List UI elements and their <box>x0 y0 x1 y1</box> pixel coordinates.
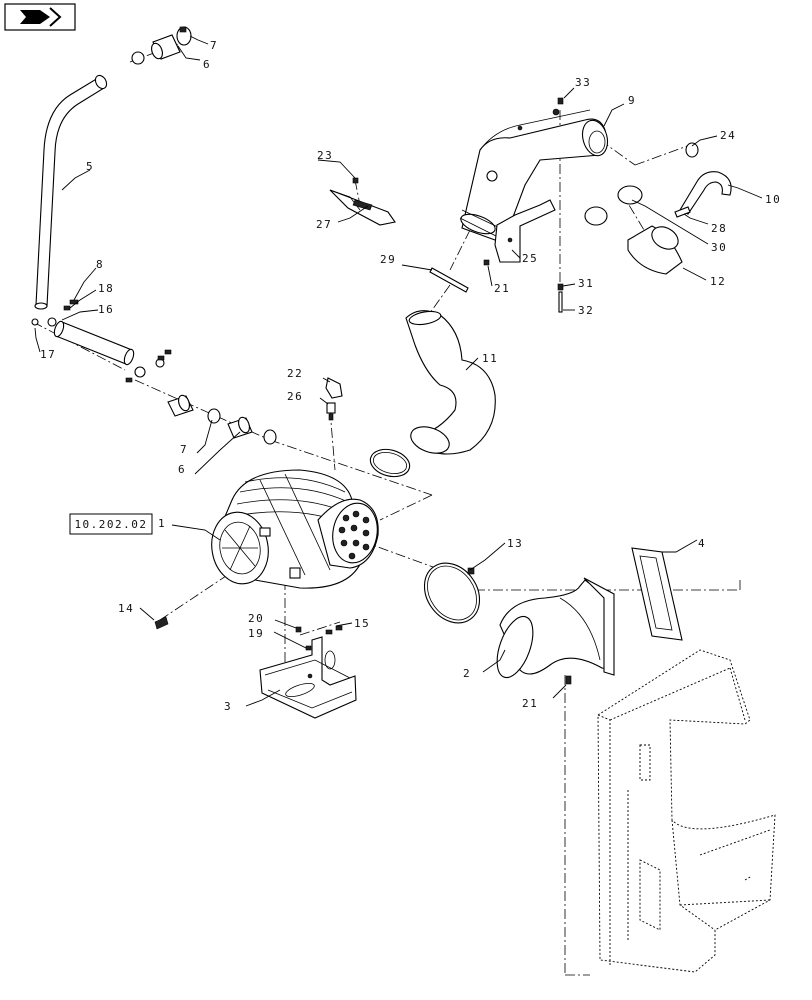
screw-21-lower[interactable] <box>565 675 572 685</box>
callout-9: 9 <box>628 94 636 107</box>
fasteners-15-19-20[interactable] <box>295 625 343 651</box>
hose-5[interactable] <box>34 73 109 310</box>
callout-24: 24 <box>720 129 736 142</box>
clamp-24[interactable] <box>685 142 699 158</box>
callout-2: 2 <box>463 667 471 680</box>
callout-14: 14 <box>118 602 134 615</box>
callout-16: 16 <box>98 303 114 316</box>
callout-11: 11 <box>482 352 498 365</box>
duct-9[interactable] <box>458 108 611 241</box>
callout-3: 3 <box>224 700 232 713</box>
callout-18: 18 <box>98 282 114 295</box>
reference-link-text: 10.202.02 <box>74 518 147 531</box>
callout-22: 22 <box>287 367 303 380</box>
tube-assembly[interactable] <box>31 299 172 383</box>
clamp-30[interactable] <box>584 185 643 226</box>
callout-6-top: 6 <box>203 58 211 71</box>
centerlines <box>32 43 741 976</box>
callout-28: 28 <box>711 222 727 235</box>
callout-19: 19 <box>248 627 264 640</box>
leader-lines <box>34 35 763 707</box>
hose-12[interactable] <box>627 222 683 275</box>
callout-6-lower: 6 <box>178 463 186 476</box>
callout-15: 15 <box>354 617 370 630</box>
sleeve-6-lower[interactable] <box>227 416 253 439</box>
bracket-3[interactable] <box>259 636 357 719</box>
pin-29[interactable] <box>429 267 469 293</box>
clamp-lower[interactable] <box>207 408 277 445</box>
fitting-22[interactable] <box>325 377 343 399</box>
clamp-11-lower[interactable] <box>367 445 412 480</box>
callout-labels: 1 2 3 4 5 6 6 7 7 8 9 10 11 12 13 14 15 … <box>40 39 781 713</box>
clip-28[interactable] <box>674 206 691 218</box>
callout-5: 5 <box>86 160 94 173</box>
callout-25: 25 <box>522 252 538 265</box>
callout-27: 27 <box>316 218 332 231</box>
callout-30: 30 <box>711 241 727 254</box>
clip-14[interactable] <box>154 616 169 630</box>
screws-21-31-32-33[interactable] <box>483 97 564 313</box>
bracket-25[interactable] <box>494 199 556 263</box>
navigation-icon[interactable] <box>4 3 76 31</box>
callout-17: 17 <box>40 348 56 361</box>
sleeve-7-lower[interactable] <box>167 394 194 417</box>
air-cleaner-1[interactable] <box>206 469 382 589</box>
frame-reference <box>597 649 776 973</box>
callout-21-upper: 21 <box>494 282 510 295</box>
callout-7-top: 7 <box>210 39 218 52</box>
callout-13: 13 <box>507 537 523 550</box>
clamp-13[interactable] <box>413 552 491 633</box>
gasket-4[interactable] <box>631 547 683 641</box>
callout-31: 31 <box>578 277 594 290</box>
callout-7-lower: 7 <box>180 443 188 456</box>
callout-23: 23 <box>317 149 333 162</box>
sleeve-6-top[interactable] <box>131 34 181 65</box>
fitting-26[interactable] <box>326 402 336 421</box>
bracket-27[interactable] <box>329 177 396 226</box>
callout-12: 12 <box>710 275 726 288</box>
callout-20: 20 <box>248 612 264 625</box>
callout-29: 29 <box>380 253 396 266</box>
reference-link-box[interactable]: 10.202.02 <box>69 513 153 535</box>
callout-32: 32 <box>578 304 594 317</box>
callout-4: 4 <box>698 537 706 550</box>
callout-21-lower: 21 <box>522 697 538 710</box>
elbow-11[interactable] <box>405 309 496 458</box>
callout-26: 26 <box>287 390 303 403</box>
callout-10: 10 <box>765 193 781 206</box>
callout-33: 33 <box>575 76 591 89</box>
callout-8: 8 <box>96 258 104 271</box>
hose-10[interactable] <box>679 171 732 215</box>
callout-1: 1 <box>158 517 166 530</box>
elbow-2[interactable] <box>490 577 615 682</box>
clamp-7-top[interactable] <box>176 26 192 46</box>
